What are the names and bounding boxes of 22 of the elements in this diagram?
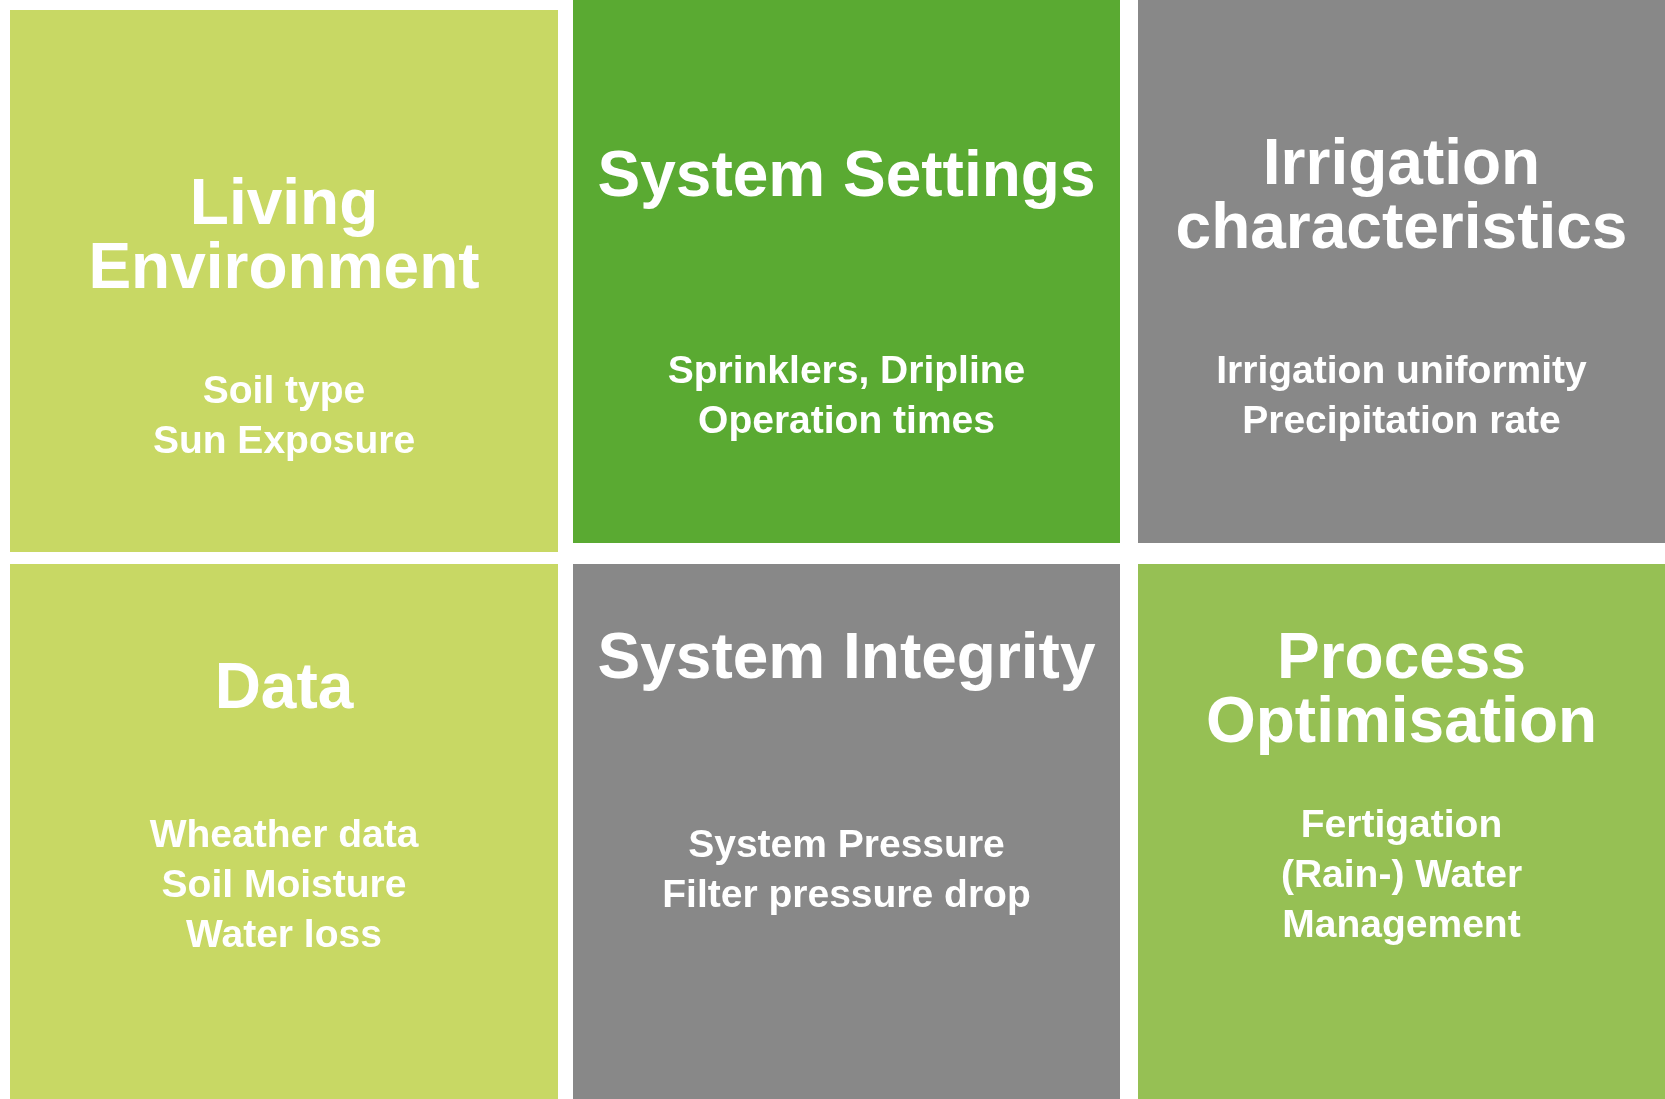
category-tile	[573, 0, 1120, 543]
tile-item: Sun Exposure	[152, 417, 416, 463]
category-tile	[10, 10, 558, 552]
tile-item: Soil Moisture	[161, 861, 407, 907]
tile-item: Wheather data	[149, 811, 419, 857]
tile-item: Filter pressure drop	[662, 871, 1031, 917]
tile-item: System Pressure	[688, 821, 1005, 867]
tile-heading: Living Environment	[87, 170, 481, 298]
tile-item: Operation times	[698, 397, 995, 443]
category-tile	[1138, 564, 1665, 1099]
tile-item: Precipitation rate	[1242, 397, 1561, 443]
category-tile	[1138, 0, 1665, 543]
tile-item: Water loss	[186, 911, 382, 957]
tile-item: Sprinklers, Dripline	[667, 347, 1026, 393]
tile-item: (Rain-) Water Management	[1279, 851, 1524, 947]
tile-item: Soil type	[202, 367, 366, 413]
tile-heading: Irrigation characteristics	[1174, 130, 1629, 258]
category-tile	[10, 564, 558, 1099]
tile-item: Irrigation uniformity	[1216, 347, 1587, 393]
tile-item: Fertigation	[1300, 801, 1503, 847]
category-tile	[573, 564, 1120, 1099]
tile-heading: Data	[214, 654, 354, 718]
